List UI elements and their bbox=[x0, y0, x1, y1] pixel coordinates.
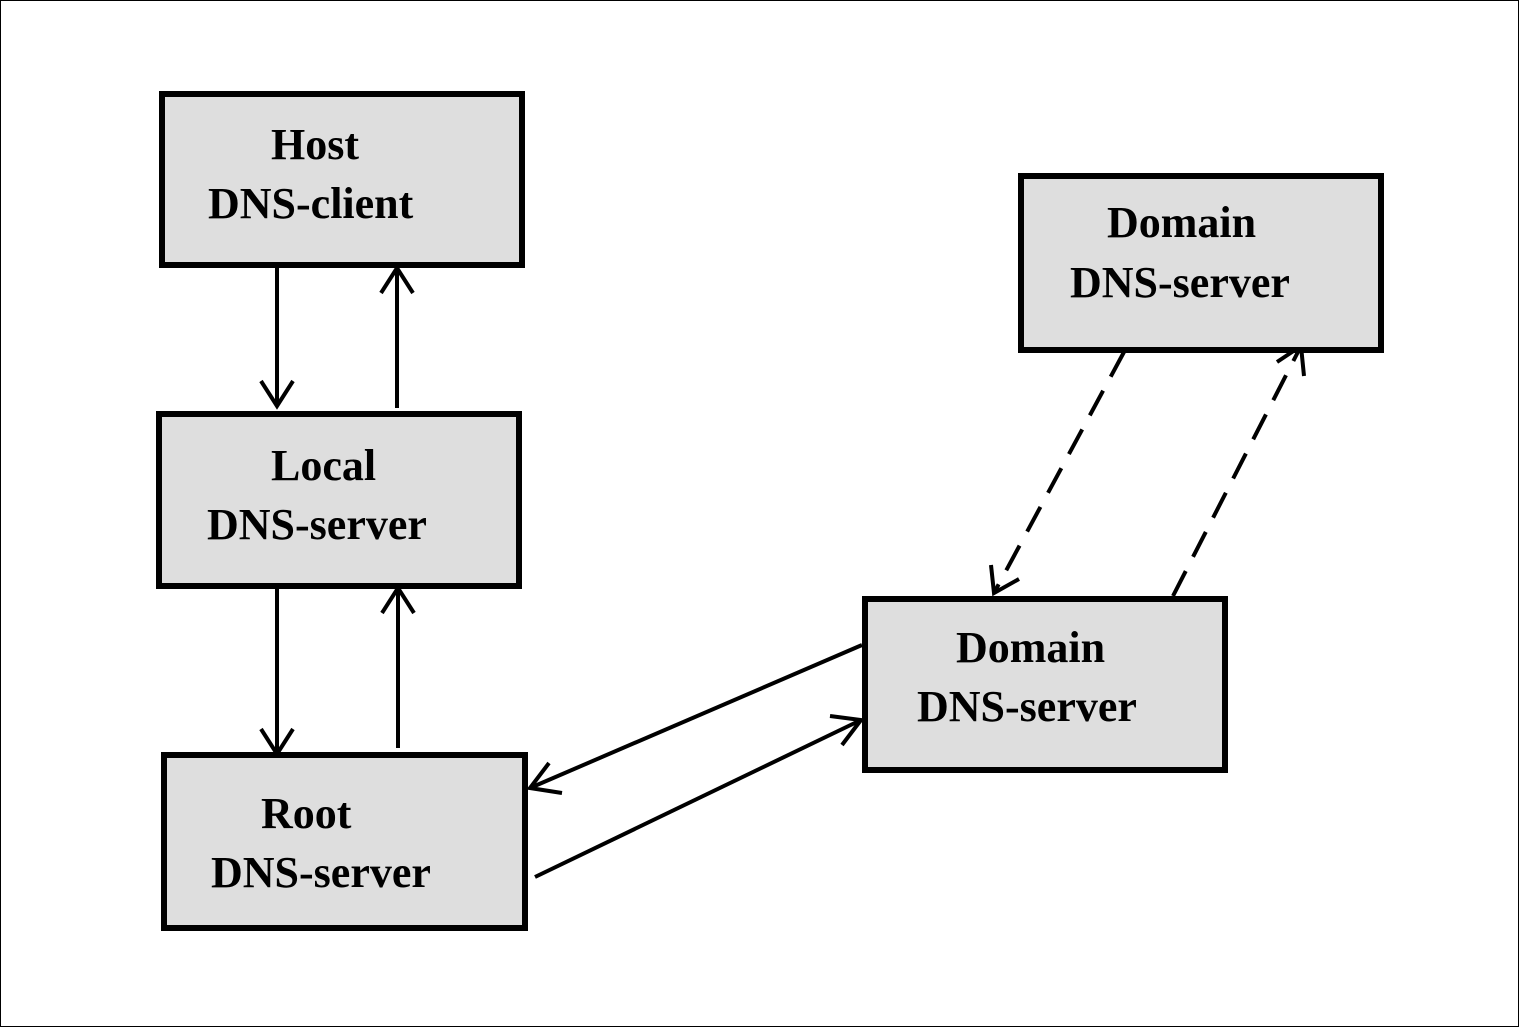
local-subtitle: DNS-server bbox=[207, 500, 427, 549]
dashed-arrowhead-down bbox=[989, 564, 1020, 597]
root-subtitle: DNS-server bbox=[211, 848, 431, 897]
domain-middle-subtitle: DNS-server bbox=[917, 682, 1137, 731]
root-dns-server-box: Root DNS-server bbox=[161, 752, 528, 931]
arrow-host-to-local bbox=[259, 268, 295, 410]
local-title: Local bbox=[271, 441, 377, 490]
arrow-local-to-root bbox=[259, 580, 295, 758]
root-title: Root bbox=[261, 789, 352, 838]
host-title: Host bbox=[271, 120, 359, 169]
domain-dns-server-middle-box: Domain DNS-server bbox=[862, 596, 1228, 773]
arrow-local-to-host bbox=[379, 264, 415, 408]
domain-middle-title: Domain bbox=[956, 623, 1106, 672]
arrow-root-to-domain bbox=[534, 714, 865, 879]
dashed-arrow-domain-top-to-domain-middle bbox=[992, 351, 1126, 594]
domain-dns-server-top-box: Domain DNS-server bbox=[1018, 173, 1384, 353]
domain-top-subtitle: DNS-server bbox=[1070, 258, 1290, 307]
host-subtitle: DNS-client bbox=[208, 179, 414, 228]
local-dns-server-box: Local DNS-server bbox=[156, 411, 522, 589]
domain-top-title: Domain bbox=[1107, 198, 1257, 247]
dashed-arrow-domain-middle-to-domain-top bbox=[1171, 345, 1303, 597]
arrow-root-to-local bbox=[380, 584, 416, 748]
host-dns-client-box: Host DNS-client bbox=[159, 91, 525, 268]
arrow-domain-to-root bbox=[526, 643, 863, 795]
